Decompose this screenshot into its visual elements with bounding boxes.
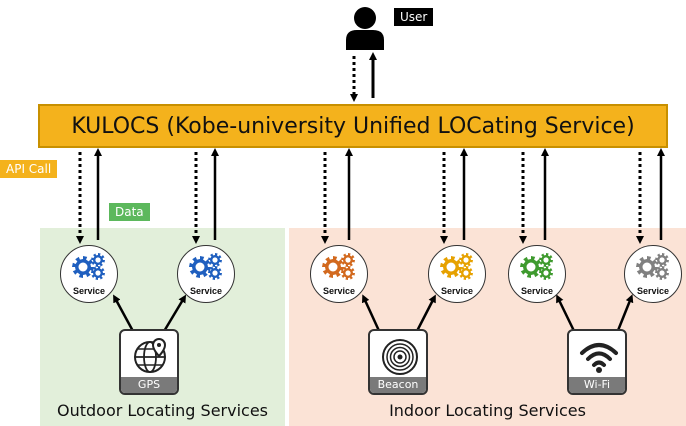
beacon-source: Beacon bbox=[368, 329, 428, 395]
service-label: Service bbox=[636, 286, 670, 296]
service-node-gps-1: Service bbox=[60, 245, 118, 303]
gps-to-service-1-arrow bbox=[113, 294, 136, 334]
gps-to-service-2-arrow bbox=[161, 294, 187, 334]
wifi-to-service-6-arrow bbox=[615, 294, 634, 334]
beacon-to-service-4-arrow bbox=[414, 294, 436, 334]
service-node-wifi-2: Service bbox=[624, 245, 682, 303]
beacon-icon bbox=[382, 339, 418, 375]
outdoor-region-label: Outdoor Locating Services bbox=[57, 401, 268, 420]
service-label: Service bbox=[72, 286, 106, 296]
gear-icon bbox=[520, 253, 553, 280]
service-node-wifi-1: Service bbox=[508, 245, 566, 303]
service-label: Service bbox=[189, 286, 223, 296]
service-label: Service bbox=[322, 286, 356, 296]
service-label: Service bbox=[520, 286, 554, 296]
gps-source: GPS bbox=[119, 329, 179, 395]
gear-icon bbox=[636, 253, 669, 280]
gps-source-label: GPS bbox=[121, 377, 177, 393]
gear-icon bbox=[322, 253, 355, 280]
wifi-source: Wi-Fi bbox=[567, 329, 627, 395]
wifi-source-label: Wi-Fi bbox=[569, 377, 625, 393]
api-call-tag: API Call bbox=[0, 160, 58, 178]
banner-title: KULOCS (Kobe-university Unified LOCating… bbox=[71, 113, 635, 139]
wifi-icon bbox=[580, 343, 618, 373]
beacon-to-service-3-arrow bbox=[362, 294, 382, 334]
gear-icon bbox=[72, 253, 105, 280]
service-label: Service bbox=[440, 286, 474, 296]
user-icon bbox=[346, 7, 384, 50]
gear-icon bbox=[440, 253, 473, 280]
beacon-source-label: Beacon bbox=[370, 377, 426, 393]
wifi-to-service-5-arrow bbox=[556, 294, 577, 334]
globe-pin-icon bbox=[134, 337, 167, 373]
gear-icon bbox=[189, 253, 222, 280]
service-node-beacon-2: Service bbox=[428, 245, 486, 303]
service-node-beacon-1: Service bbox=[310, 245, 368, 303]
service-node-gps-2: Service bbox=[177, 245, 235, 303]
kulocs-banner: KULOCS (Kobe-university Unified LOCating… bbox=[38, 104, 668, 148]
data-tag: Data bbox=[109, 203, 150, 221]
indoor-region-label: Indoor Locating Services bbox=[389, 401, 586, 420]
user-tag: User bbox=[394, 8, 434, 26]
